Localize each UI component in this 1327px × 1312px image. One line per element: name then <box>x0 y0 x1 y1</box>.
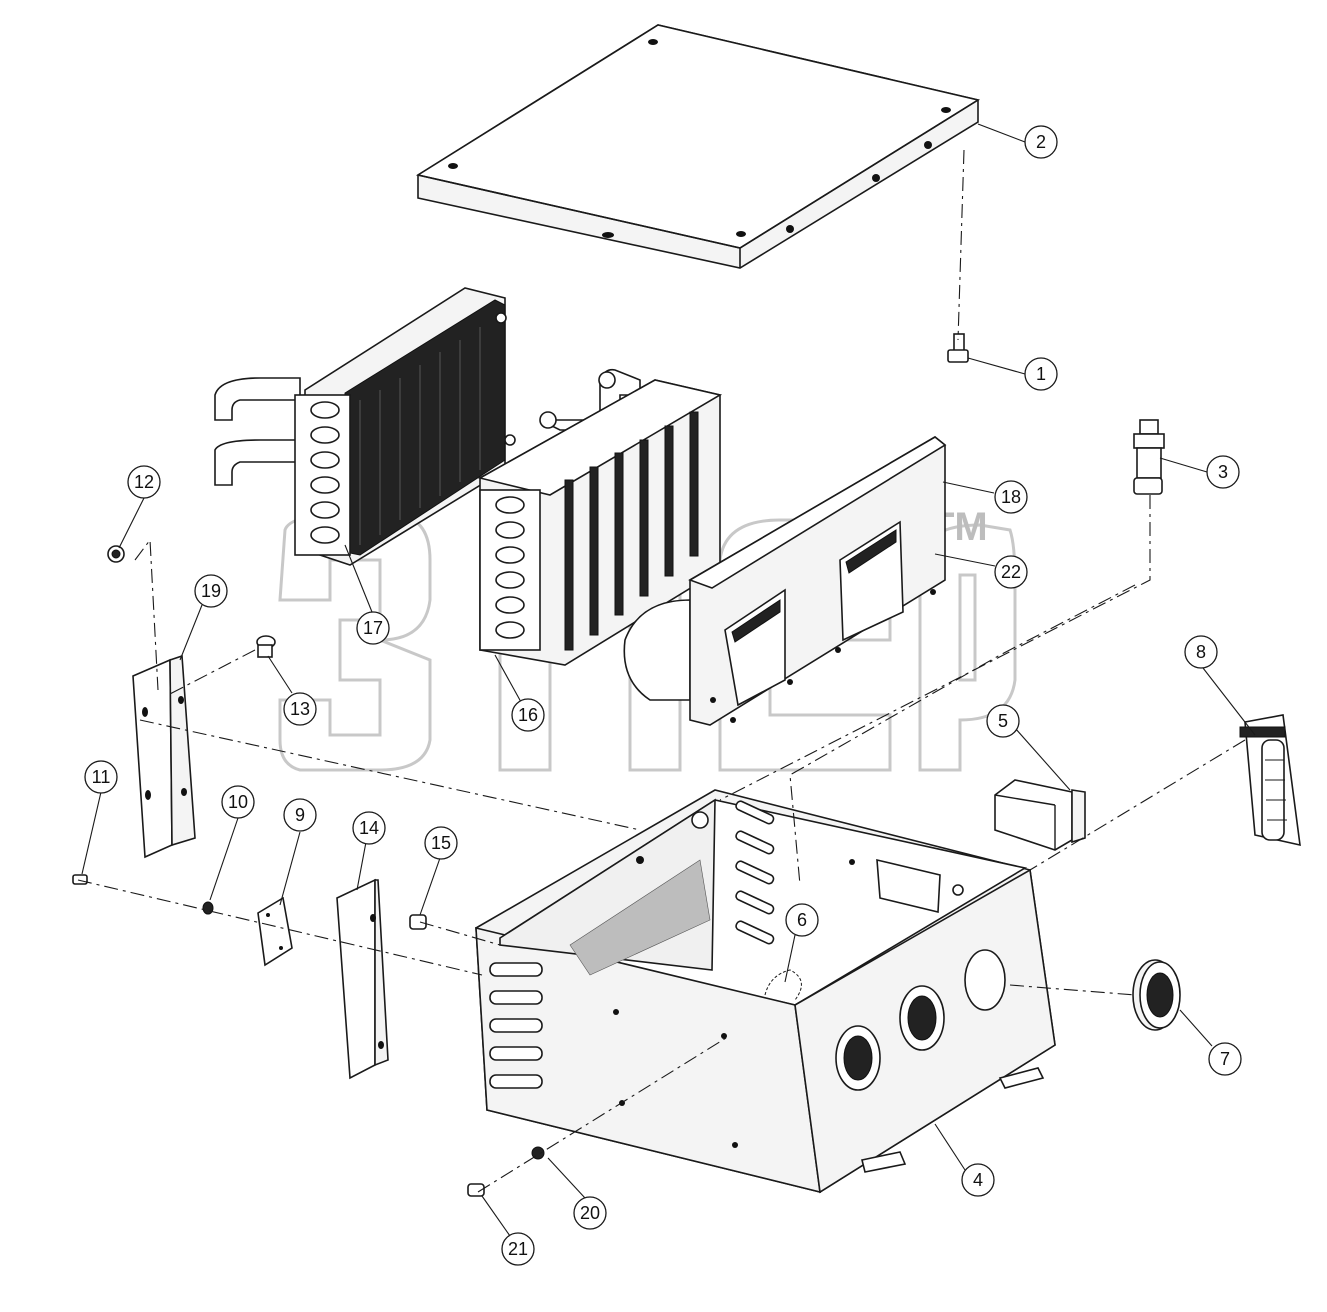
angle-bracket-part-19 <box>132 654 196 859</box>
rear-wall-vent-slots <box>735 800 775 945</box>
screw-part-13 <box>256 635 276 658</box>
callout-balloon-9: 9 <box>283 798 317 832</box>
callout-balloon-5: 5 <box>986 704 1020 738</box>
callout-label-3: 3 <box>1218 462 1228 482</box>
screw-part-11 <box>72 874 88 885</box>
callout-label-19: 19 <box>201 581 221 601</box>
housing-louver-left <box>835 1025 881 1091</box>
callout-label-20: 20 <box>580 1203 600 1223</box>
housing-box-part-4 <box>475 789 1056 1194</box>
bracket-part-8 <box>1239 714 1301 847</box>
housing-foot <box>861 1151 907 1173</box>
motor-part-5 <box>994 779 1086 851</box>
callout-label-7: 7 <box>1220 1049 1230 1069</box>
callout-balloon-16: 16 <box>511 698 545 732</box>
callout-label-11: 11 <box>92 767 111 787</box>
callout-label-22: 22 <box>1001 562 1021 582</box>
callout-balloon-7: 7 <box>1208 1042 1242 1076</box>
assembly-lines <box>77 149 1246 1193</box>
callout-balloon-13: 13 <box>283 692 317 726</box>
washer-part-10 <box>202 901 214 915</box>
callout-label-1: 1 <box>1036 364 1046 384</box>
callout-label-2: 2 <box>1036 132 1046 152</box>
top-cover-panel <box>415 24 981 269</box>
callout-label-5: 5 <box>998 711 1008 731</box>
callout-balloon-1: 1 <box>1024 357 1058 391</box>
bolt-part-1 <box>947 333 969 363</box>
callout-balloon-18: 18 <box>994 480 1028 514</box>
coil-tube-bends-17 <box>310 401 340 544</box>
callout-label-13: 13 <box>290 699 310 719</box>
louver-part-7 <box>1132 959 1181 1031</box>
callout-label-18: 18 <box>1001 487 1021 507</box>
callout-balloon-2: 2 <box>1024 125 1058 159</box>
housing-outlet-opening <box>964 949 1006 1011</box>
callout-balloon-10: 10 <box>221 785 255 819</box>
callout-label-12: 12 <box>134 472 154 492</box>
callout-balloon-15: 15 <box>424 826 458 860</box>
callout-balloon-20: 20 <box>573 1196 607 1230</box>
callout-balloon-4: 4 <box>961 1163 995 1197</box>
blower-panel-part-18 <box>623 436 947 726</box>
housing-louver-right <box>899 985 945 1051</box>
callout-balloon-12: 12 <box>127 465 161 499</box>
callout-balloon-6: 6 <box>785 903 819 937</box>
callout-label-6: 6 <box>797 910 807 930</box>
callout-label-21: 21 <box>508 1239 528 1259</box>
callout-balloon-21: 21 <box>501 1232 535 1266</box>
callout-balloon-14: 14 <box>352 811 386 845</box>
callout-label-15: 15 <box>431 833 451 853</box>
coil-fins-17 <box>359 327 481 545</box>
front-wall-vent-slots <box>489 962 543 1089</box>
heater-coil-part-16 <box>477 368 723 666</box>
callout-label-4: 4 <box>973 1170 983 1190</box>
perforated-grille <box>569 859 711 976</box>
callout-balloon-17: 17 <box>356 611 390 645</box>
callout-balloon-8: 8 <box>1184 635 1218 669</box>
callout-label-17: 17 <box>363 618 383 638</box>
plate-part-9 <box>257 896 293 967</box>
callout-balloon-3: 3 <box>1206 455 1240 489</box>
rear-wall-opening <box>876 858 941 914</box>
callout-balloon-19: 19 <box>194 574 228 608</box>
evaporator-coil-part-17 <box>214 287 516 566</box>
leader-lines <box>81 123 1256 1237</box>
callout-balloon-11: 11 <box>84 760 118 794</box>
callout-label-9: 9 <box>295 805 305 825</box>
fitting-part-3 <box>1133 419 1165 495</box>
callout-label-8: 8 <box>1196 642 1206 662</box>
angle-bracket-part-14 <box>336 878 389 1080</box>
heater-fins-16 <box>564 411 699 651</box>
callout-balloon-22: 22 <box>994 555 1028 589</box>
screw-part-15 <box>409 914 427 930</box>
callout-label-16: 16 <box>518 705 538 725</box>
nut-part-12 <box>107 545 125 563</box>
callout-label-14: 14 <box>359 818 379 838</box>
heater-tube-bends-16 <box>495 496 525 639</box>
housing-foot <box>998 1067 1045 1089</box>
screw-part-21 <box>467 1183 485 1197</box>
callout-label-10: 10 <box>228 792 248 812</box>
